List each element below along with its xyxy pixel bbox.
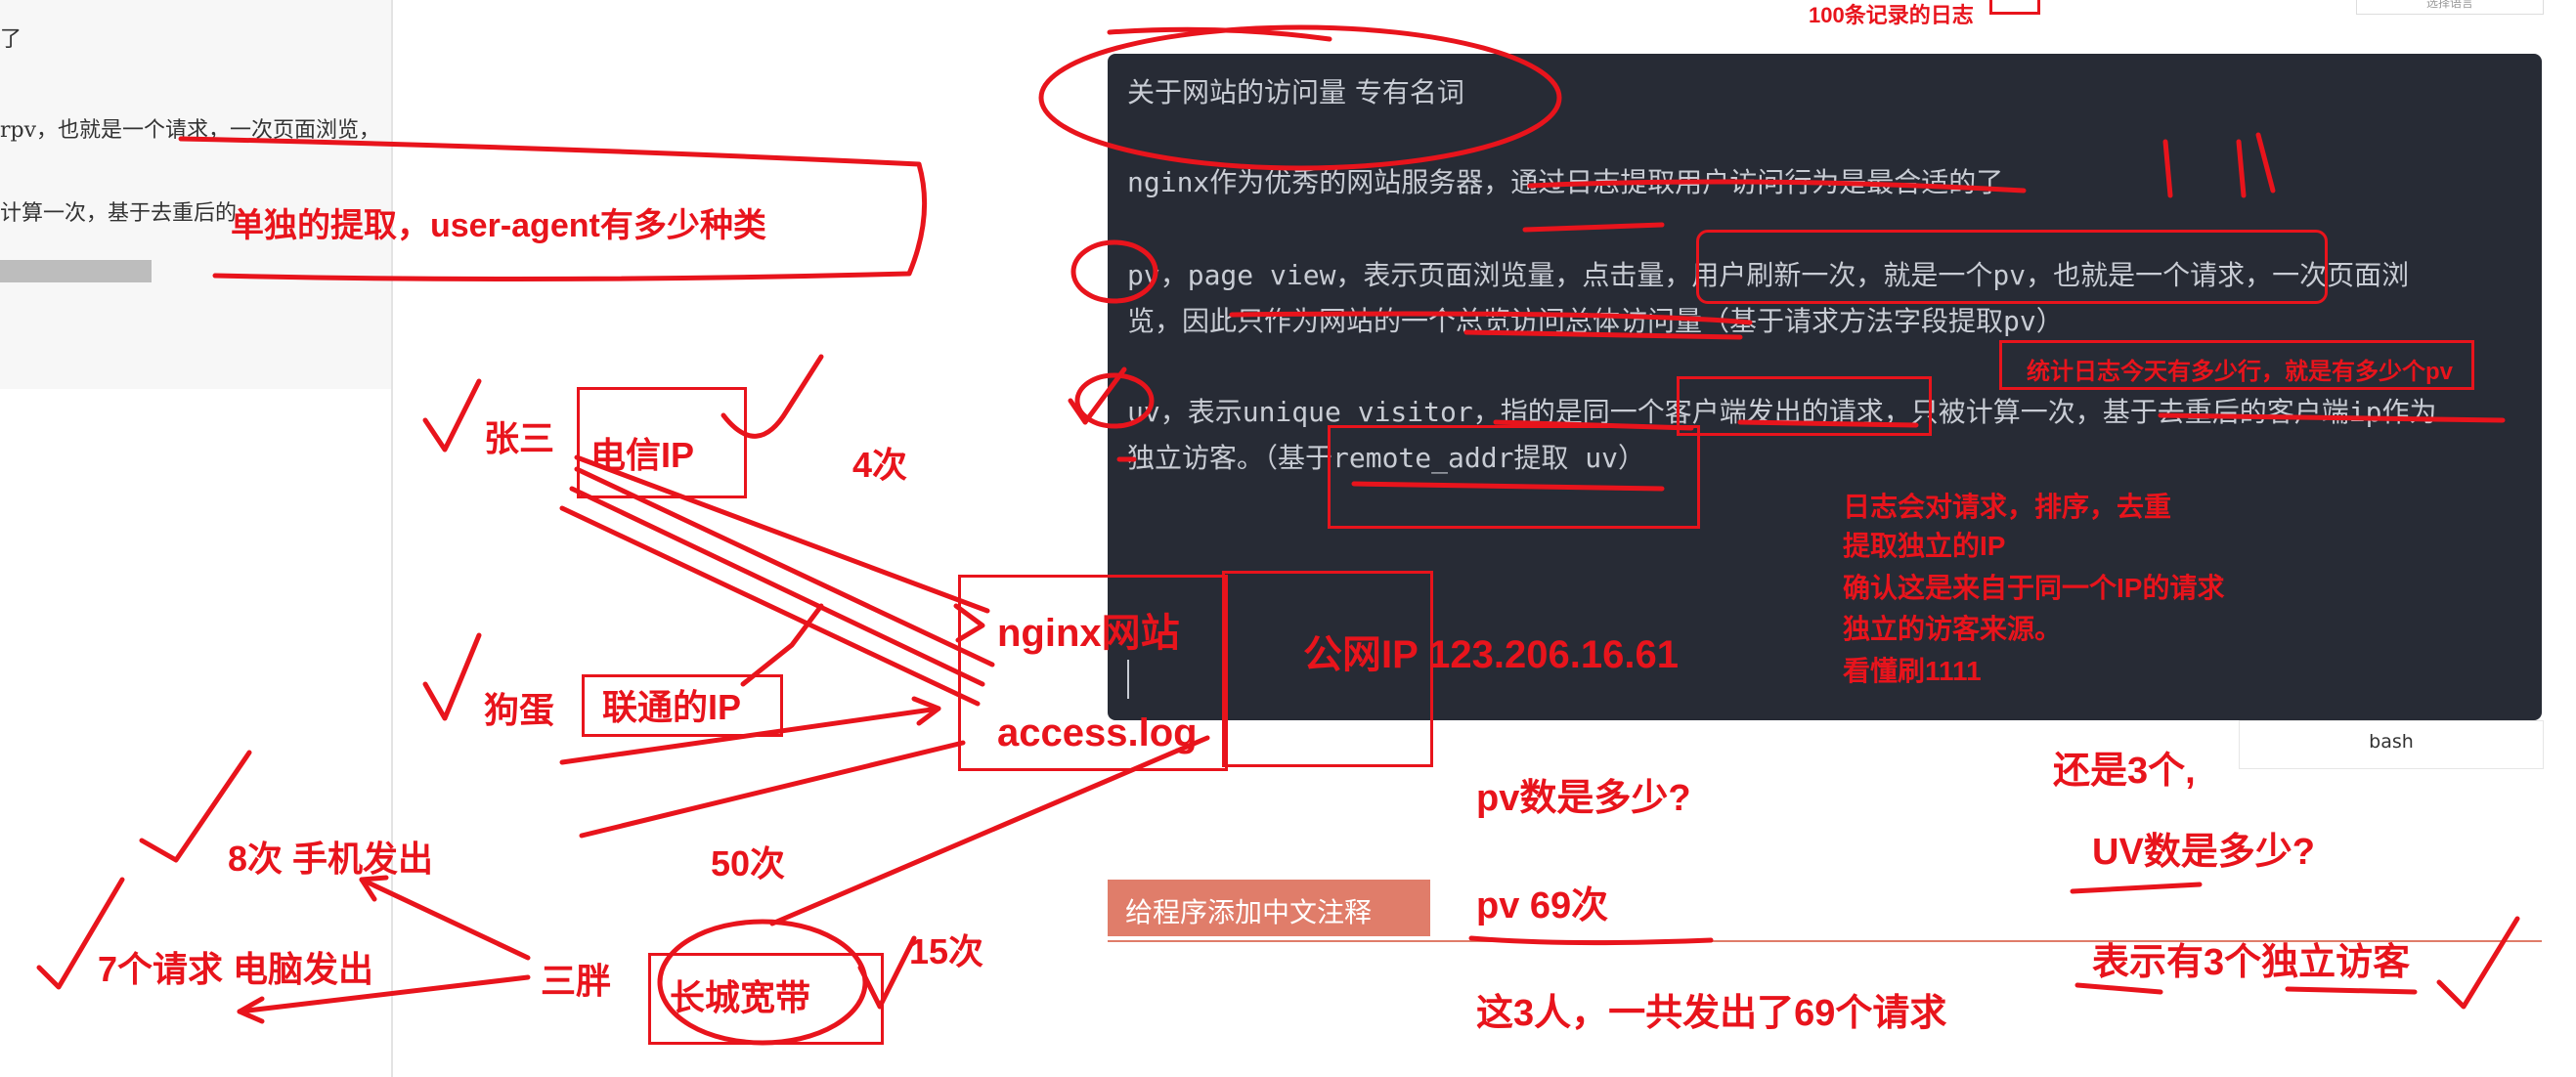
left-document-pane: 了 rpv，也就是一个请求，一次页面浏览， 计算一次，基于去重后的: [0, 0, 391, 389]
left-doc-line: 了: [0, 27, 22, 52]
underline: [2070, 882, 2203, 894]
pv-answer: pv 69次: [1476, 885, 1609, 926]
uv-answer: 表示有3个独立访客: [2092, 942, 2411, 983]
pv-count-box: [1999, 340, 2474, 390]
client-highlight-box: [1677, 376, 1932, 436]
device-note: 8次 手机发出: [228, 839, 434, 879]
title-scribble: [1107, 26, 1332, 42]
arrow-head: [911, 696, 941, 726]
telecom-box: [577, 387, 747, 498]
great-wall-box: [648, 953, 884, 1045]
pv-question: pv数是多少?: [1476, 778, 1691, 819]
person-label: 张三: [484, 418, 555, 458]
language-tag[interactable]: bash: [2239, 720, 2544, 769]
public-ip-box: [1222, 571, 1433, 767]
left-doc-line: 计算一次，基于去重后的: [0, 201, 238, 226]
code-line: 览，因此只作为网站的一个总览访问总体访问量（基于请求方法字段提取pv）: [1127, 305, 2064, 337]
person-label: 狗蛋: [484, 690, 555, 730]
pv-count-note: 统计日志今天有多少行，就是有多少个pv: [2027, 359, 2454, 385]
uv-highlight-box: [1328, 425, 1700, 529]
person-label: 三胖: [541, 961, 612, 1001]
dedupe-note: 提取独立的IP: [1843, 531, 2006, 561]
text-cursor: [1127, 660, 1129, 699]
check-mark: [2436, 916, 2520, 1010]
check-mark: [740, 603, 824, 687]
underline: [2285, 986, 2418, 995]
horizontal-scrollbar-thumb[interactable]: [0, 260, 152, 282]
language-selector[interactable]: 选择语言: [2356, 0, 2544, 15]
left-doc-line: rpv，也就是一个请求，一次页面浏览，: [0, 118, 381, 143]
count-label: 50次: [711, 843, 786, 883]
arrow-line: [579, 740, 966, 839]
server-label: nginx网站: [997, 612, 1180, 655]
code-line: pv，page view，表示页面浏览量，点击量，用户刷新一次，就是一个pv，也…: [1127, 259, 2410, 291]
dedupe-note: 日志会对请求，排序，去重: [1843, 492, 2172, 522]
top-note-box: [1989, 0, 2040, 15]
count-label: 4次: [852, 445, 908, 485]
language-selector-label: 选择语言: [2425, 0, 2473, 10]
server-box: [958, 575, 1228, 771]
underline: [2074, 982, 2163, 995]
arrow-line: [569, 486, 985, 687]
uv-question: UV数是多少?: [2092, 832, 2316, 873]
dedupe-note: 看懂刷1111: [1843, 656, 1982, 686]
section-heading-text: 给程序添加中文注释: [1125, 896, 1373, 928]
uv-still-note: 还是3个,: [2053, 751, 2196, 792]
log-note: 100条记录的日志: [1809, 3, 1974, 27]
code-title: 关于网站的访问量 专有名词: [1127, 76, 1464, 108]
dedupe-note: 独立的访客来源。: [1843, 614, 2063, 644]
check-mark: [422, 632, 482, 721]
arrow-line: [359, 877, 531, 961]
section-rule: [1108, 940, 2542, 942]
language-tag-label: bash: [2369, 731, 2414, 753]
check-mark: [422, 378, 482, 452]
unicom-box: [582, 674, 783, 737]
arrow-line: [574, 466, 995, 668]
refresh-highlight-box: [1696, 230, 2328, 304]
count-label: 15次: [909, 931, 984, 971]
total-note: 这3人，一共发出了69个请求: [1476, 993, 1947, 1034]
public-ip-label: 公网IP 123.206.16.61: [1303, 633, 1679, 676]
code-line: nginx作为优秀的网站服务器，通过日志提取用户访问行为是最合适的了: [1127, 166, 2004, 198]
user-agent-note: 单独的提取，user-agent有多少种类: [231, 207, 766, 244]
device-note: 7个请求 电脑发出: [98, 949, 374, 989]
code-line: 独立访客。（基于remote_addr提取 uv）: [1127, 442, 1646, 474]
arrow-head: [237, 996, 265, 1024]
section-heading: 给程序添加中文注释: [1108, 880, 1430, 936]
dedupe-note: 确认这是来自于同一个IP的请求: [1843, 573, 2225, 603]
pane-divider[interactable]: [391, 0, 393, 1077]
